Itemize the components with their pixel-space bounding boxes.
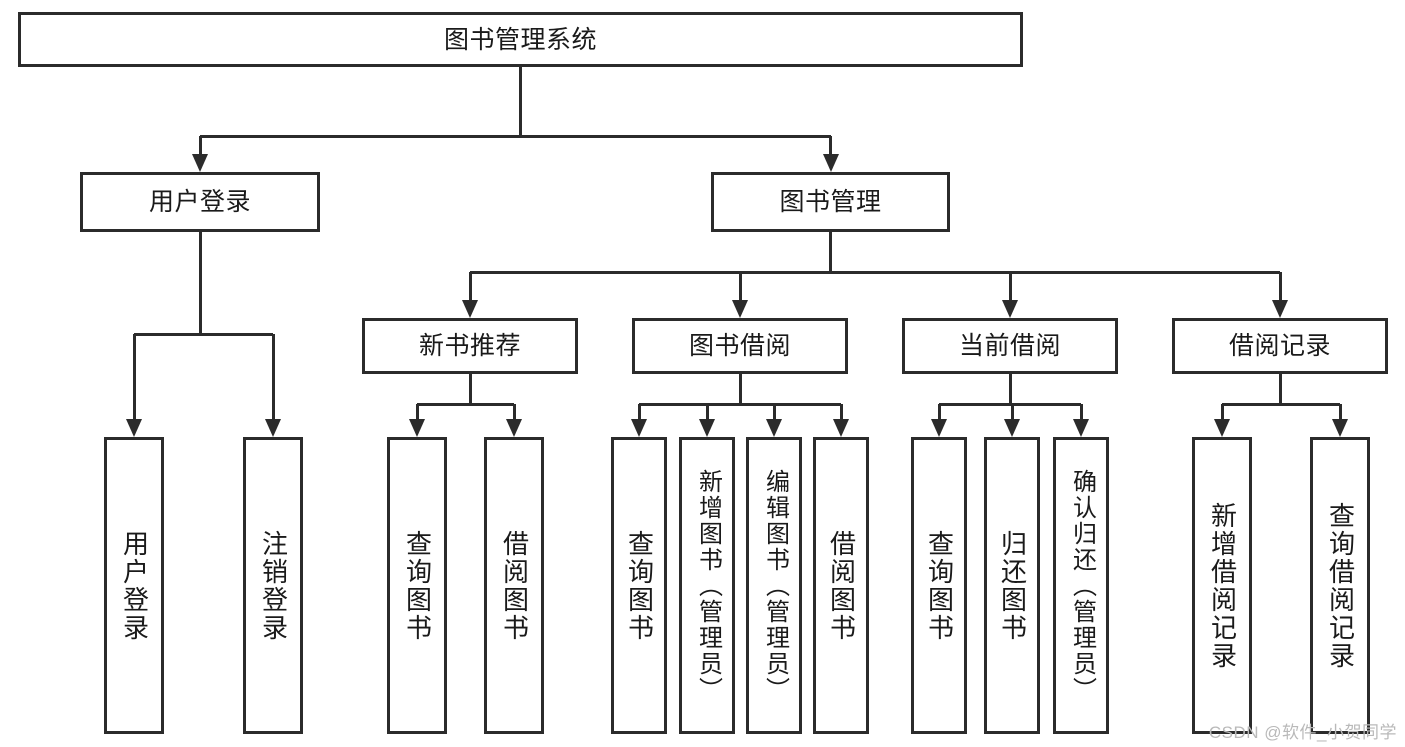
newbook-to-leaves-drop-1 <box>512 404 516 421</box>
userlogin-to-leaves-bus <box>134 332 273 336</box>
borrowrecord-to-leaves-drop-1 <box>1338 404 1342 421</box>
newbook-to-leaves-stem <box>468 374 472 404</box>
currentborrow-to-leaves-arrow-1 <box>1004 419 1020 437</box>
root-to-level2-stem <box>519 67 522 136</box>
bookmanage-to-level3-drop-3 <box>1278 272 1282 302</box>
root-to-level2-bus <box>200 134 831 138</box>
currentborrow-to-leaves-arrow-0 <box>931 419 947 437</box>
node-root-label: 图书管理系统 <box>443 25 597 54</box>
leaf-borrow-book-rec-label: 借阅图书 <box>499 529 530 642</box>
currentborrow-to-leaves-drop-0 <box>937 404 941 421</box>
bookborrow-to-leaves-arrow-1 <box>699 419 715 437</box>
leaf-borrow-book-bor-label: 借阅图书 <box>826 529 857 642</box>
bookmanage-to-level3-drop-0 <box>468 272 472 302</box>
currentborrow-to-leaves-drop-1 <box>1010 404 1014 421</box>
newbook-to-leaves-arrow-1 <box>506 419 522 437</box>
leaf-user-login[interactable]: 用户登录 <box>104 437 164 734</box>
bookmanage-to-level3-arrow-0 <box>462 300 478 318</box>
csdn-watermark: CSDN @软件_小贺同学 <box>1208 723 1397 742</box>
currentborrow-to-leaves-bus <box>939 402 1081 406</box>
leaf-add-record[interactable]: 新增借阅记录 <box>1192 437 1252 734</box>
bookborrow-to-leaves-drop-0 <box>637 404 641 421</box>
leaf-user-logout-label: 注销登录 <box>258 529 289 642</box>
bookborrow-to-leaves-drop-1 <box>705 404 709 421</box>
leaf-edit-book[interactable]: 编辑图书（管理员） <box>746 437 802 734</box>
borrowrecord-to-leaves-arrow-0 <box>1214 419 1230 437</box>
leaf-query-book-bor-label: 查询图书 <box>624 529 655 642</box>
root-to-level2-drop-1 <box>829 136 832 156</box>
leaf-confirm-return-label: 确认归还（管理员） <box>1068 468 1096 703</box>
node-root-book-management-system[interactable]: 图书管理系统 <box>18 12 1023 67</box>
leaf-query-book-rec-label: 查询图书 <box>402 529 433 642</box>
node-book-borrowing[interactable]: 图书借阅 <box>632 318 848 374</box>
node-current-borrowing-label: 当前借阅 <box>958 332 1061 360</box>
bookborrow-to-leaves-arrow-3 <box>833 419 849 437</box>
bookmanage-to-level3-arrow-3 <box>1272 300 1288 318</box>
userlogin-to-leaves-drop-1 <box>271 334 275 421</box>
bookmanage-to-level3-arrow-2 <box>1002 300 1018 318</box>
leaf-add-book[interactable]: 新增图书（管理员） <box>679 437 735 734</box>
leaf-add-book-label: 新增图书（管理员） <box>694 468 722 703</box>
newbook-to-leaves-bus <box>417 402 514 406</box>
root-to-level2-drop-0 <box>198 136 202 156</box>
node-book-borrowing-label: 图书借阅 <box>688 332 791 360</box>
leaf-return-book-label: 归还图书 <box>997 529 1028 642</box>
node-book-management-label: 图书管理 <box>779 188 882 216</box>
bookmanage-to-level3-arrow-1 <box>732 300 748 318</box>
root-to-level2-arrow-0 <box>192 154 208 172</box>
leaf-return-book[interactable]: 归还图书 <box>984 437 1040 734</box>
leaf-borrow-book-rec[interactable]: 借阅图书 <box>484 437 544 734</box>
borrowrecord-to-leaves-drop-0 <box>1220 404 1224 421</box>
leaf-query-record-label: 查询借阅记录 <box>1325 501 1356 670</box>
bookborrow-to-leaves-bus <box>639 402 841 406</box>
newbook-to-leaves-drop-0 <box>415 404 419 421</box>
newbook-to-leaves-arrow-0 <box>409 419 425 437</box>
node-borrowing-record-label: 借阅记录 <box>1228 332 1331 360</box>
currentborrow-to-leaves-drop-2 <box>1079 404 1083 421</box>
borrowrecord-to-leaves-bus <box>1222 402 1340 406</box>
bookborrow-to-leaves-arrow-0 <box>631 419 647 437</box>
leaf-query-book-cur[interactable]: 查询图书 <box>911 437 967 734</box>
leaf-user-login-label: 用户登录 <box>119 529 150 642</box>
leaf-user-logout[interactable]: 注销登录 <box>243 437 303 734</box>
leaf-borrow-book-bor[interactable]: 借阅图书 <box>813 437 869 734</box>
leaf-query-record[interactable]: 查询借阅记录 <box>1310 437 1370 734</box>
bookmanage-to-level3-bus <box>470 270 1280 274</box>
bookborrow-to-leaves-drop-2 <box>772 404 776 421</box>
leaf-query-book-rec[interactable]: 查询图书 <box>387 437 447 734</box>
borrowrecord-to-leaves-stem <box>1278 374 1282 404</box>
leaf-confirm-return[interactable]: 确认归还（管理员） <box>1053 437 1109 734</box>
node-current-borrowing[interactable]: 当前借阅 <box>902 318 1118 374</box>
node-borrowing-record[interactable]: 借阅记录 <box>1172 318 1388 374</box>
bookborrow-to-leaves-stem <box>738 374 742 404</box>
node-user-login-label: 用户登录 <box>148 188 251 216</box>
userlogin-to-leaves-drop-0 <box>132 334 136 421</box>
root-to-level2-arrow-1 <box>822 154 839 172</box>
userlogin-to-leaves-stem <box>198 232 202 334</box>
node-user-login[interactable]: 用户登录 <box>80 172 320 232</box>
bookmanage-to-level3-drop-2 <box>1008 272 1012 302</box>
currentborrow-to-leaves-arrow-2 <box>1073 419 1089 437</box>
bookborrow-to-leaves-drop-3 <box>839 404 843 421</box>
userlogin-to-leaves-arrow-0 <box>126 419 142 437</box>
currentborrow-to-leaves-stem <box>1008 374 1012 404</box>
node-new-book-recommendation-label: 新书推荐 <box>418 332 521 360</box>
leaf-query-book-cur-label: 查询图书 <box>924 529 955 642</box>
node-book-management[interactable]: 图书管理 <box>711 172 950 232</box>
bookborrow-to-leaves-arrow-2 <box>766 419 782 437</box>
leaf-edit-book-label: 编辑图书（管理员） <box>761 468 789 703</box>
leaf-query-book-bor[interactable]: 查询图书 <box>611 437 667 734</box>
node-new-book-recommendation[interactable]: 新书推荐 <box>362 318 578 374</box>
bookmanage-to-level3-drop-1 <box>738 272 742 302</box>
userlogin-to-leaves-arrow-1 <box>265 419 281 437</box>
borrowrecord-to-leaves-arrow-1 <box>1332 419 1348 437</box>
leaf-add-record-label: 新增借阅记录 <box>1207 501 1238 670</box>
bookmanage-to-level3-stem <box>829 232 832 272</box>
